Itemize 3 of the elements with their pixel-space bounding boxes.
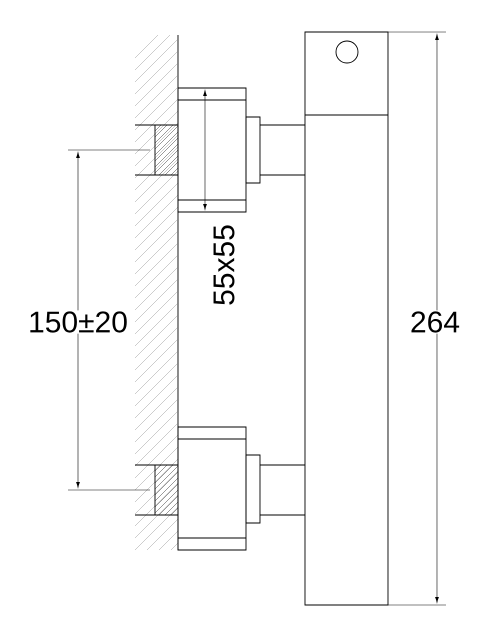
dimension-label: 150±20: [27, 310, 129, 334]
dimension-label: 264: [408, 310, 462, 334]
dimension-label: 55x55: [212, 223, 236, 307]
